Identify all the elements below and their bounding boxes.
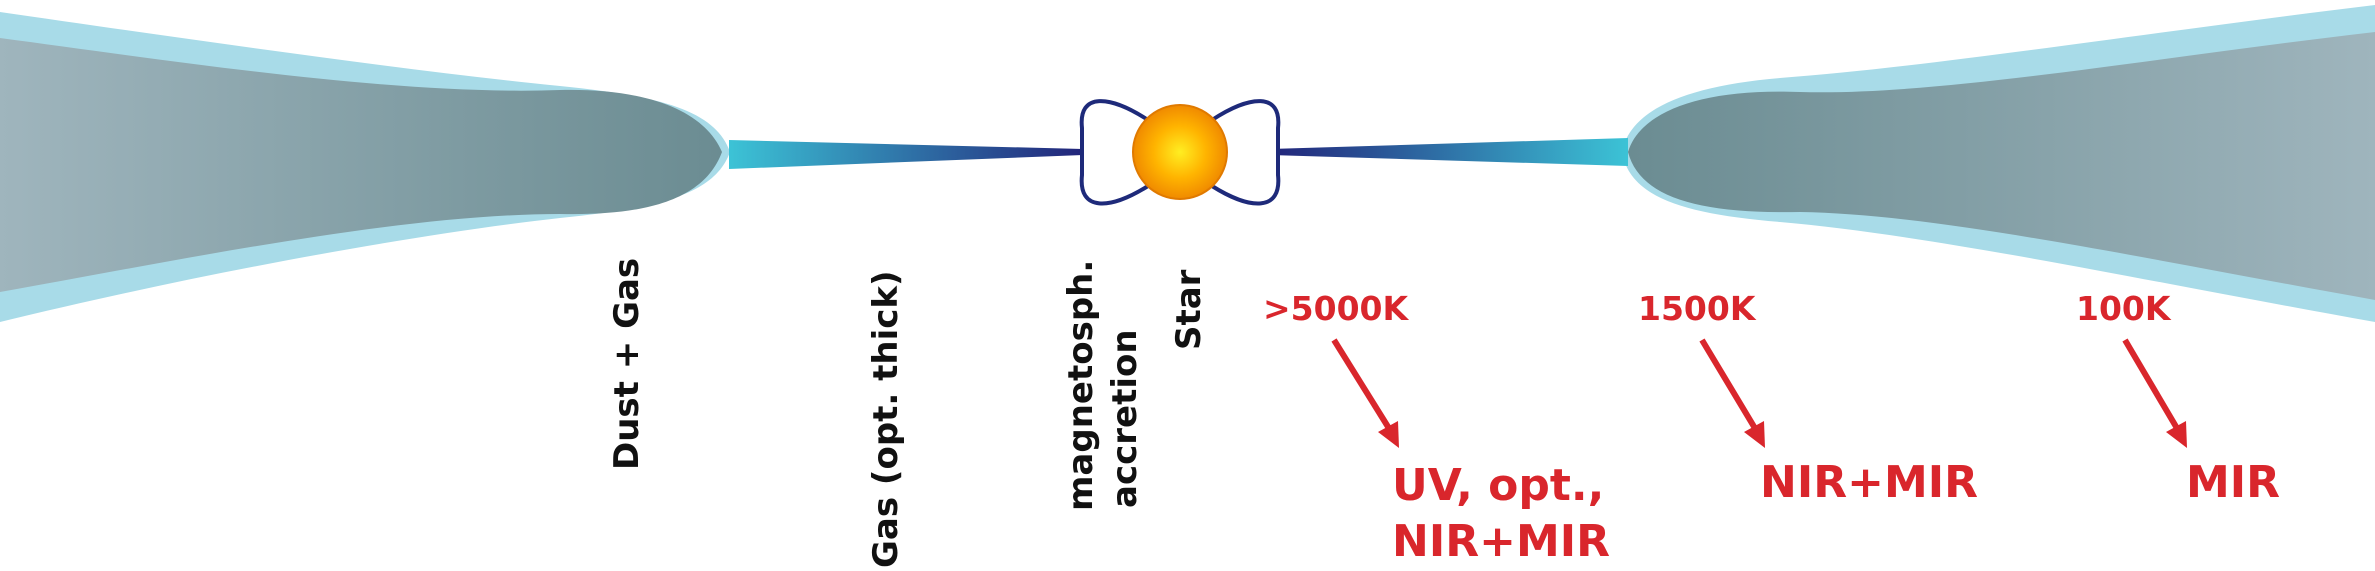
label-gas-opt-thick: Gas (opt. thick)	[866, 270, 906, 568]
label-magnetosph-line2: accretion	[1105, 329, 1145, 508]
label-dust-gas: Dust + Gas	[607, 258, 647, 470]
band-label-1-line2: NIR+MIR	[1392, 516, 1610, 567]
arrow-1	[1331, 338, 1399, 448]
band-label-1-line1: UV, opt.,	[1392, 460, 1604, 511]
right-gas-wedge	[1270, 138, 1628, 166]
magnetosphere-loops-icon	[1079, 99, 1281, 206]
temperature-label-3: 100K	[2076, 289, 2172, 328]
label-magnetosph-line1: magnetosph.	[1061, 260, 1101, 511]
arrow-3	[2122, 338, 2187, 448]
arrow-2	[1699, 338, 1765, 448]
right-disk-inner-dust	[1628, 32, 2375, 300]
left-gas-wedge	[729, 140, 1083, 169]
left-disk-inner-dust	[0, 38, 722, 292]
band-label-3: MIR	[2186, 457, 2280, 508]
temperature-label-2: 1500K	[1638, 289, 1757, 328]
temperature-label-1: >5000K	[1263, 289, 1409, 328]
label-star: Star	[1169, 269, 1209, 350]
star-icon	[1132, 104, 1228, 200]
band-label-2: NIR+MIR	[1760, 457, 1978, 508]
